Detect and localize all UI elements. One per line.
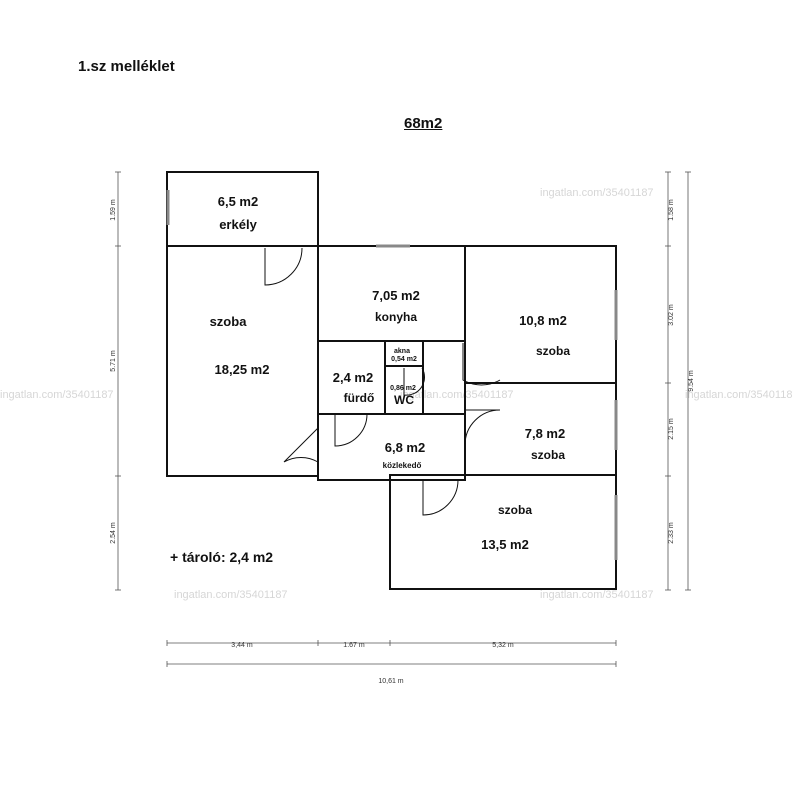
shaft-name: akna [394,348,410,355]
dim-right-4: 2.33 m [668,522,675,544]
dim-left-2: 5.71 m [110,350,117,372]
windows [166,190,618,560]
door-swing [462,343,501,386]
dimension-lines [115,171,691,667]
room1-outline [166,245,319,477]
dim-left-1: 1.59 m [110,199,117,221]
wc-area: 0,86 m2 [390,385,416,392]
room3-name: szoba [531,448,565,462]
storage-label: + tároló: 2,4 m2 [170,549,274,565]
dim-bottom-1: 3,44 m [231,642,253,649]
watermark: ingatlan.com/35401187 [0,389,114,401]
door-swing [422,479,459,516]
doors [264,247,501,516]
kitchen-name: konyha [375,310,417,324]
annex-title: 1.sz melléklet [78,58,175,75]
door-swing [264,247,303,286]
dim-left-3: 2.54 m [110,522,117,544]
door-swing [334,413,368,447]
shaft-area: 0,54 m2 [391,356,417,363]
total-area-label: 68m2 [404,115,443,132]
dim-bottom-2: 1.67 m [343,642,365,649]
kitchen-area: 7,05 m2 [372,288,420,303]
dim-right-3: 2.15 m [668,418,675,440]
room1-name: szoba [210,314,248,329]
room1-area: 18,25 m2 [215,362,270,377]
watermark: ingatlan.com/35401187 [540,589,654,601]
bath-area: 2,4 m2 [333,370,373,385]
room3-area: 7,8 m2 [525,426,565,441]
watermark: ingatlan.com/35401187 [400,389,514,401]
room4-outline [389,474,617,590]
balcony-outline [166,171,319,247]
room4-area: 13,5 m2 [481,537,529,552]
door-swing [403,367,426,396]
balcony-name: erkély [219,217,257,232]
dim-bottom-total: 10,61 m [378,678,403,685]
hall-name: közlekedő [383,461,422,470]
watermark: ingatlan.com/35401187 [540,187,654,199]
room2-area: 10,8 m2 [519,313,567,328]
room2-name: szoba [536,344,570,358]
door-swing [283,427,319,463]
room4-name: szoba [498,503,532,517]
door-swing [464,409,501,446]
watermark: ingatlan.com/35401187 [685,389,793,401]
balcony-area: 6,5 m2 [218,194,258,209]
wc-name: WC [394,393,414,407]
dim-right-2: 3.02 m [668,304,675,326]
dim-bottom-3: 5,32 m [492,642,514,649]
watermark: ingatlan.com/35401187 [174,589,288,601]
dim-right-total: 9.54 m [688,370,695,392]
dim-right-1: 1.58 m [668,199,675,221]
hall-area: 6,8 m2 [385,440,425,455]
bath-name: fürdő [344,391,375,405]
walls [166,171,617,590]
